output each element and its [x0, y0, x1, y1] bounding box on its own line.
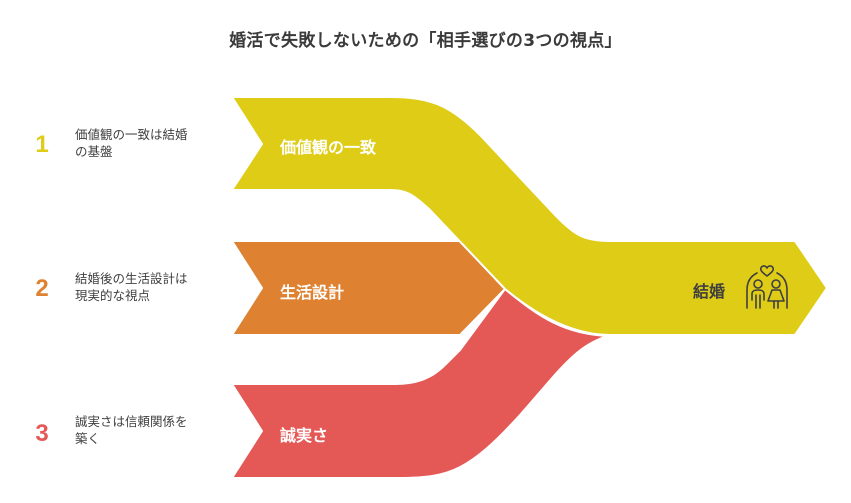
band-yellow [231, 96, 828, 336]
band-label-1: 価値観の一致 [280, 138, 377, 157]
band-red [231, 288, 609, 479]
step-description-3-line1: 誠実さは信頼関係を [75, 414, 188, 429]
couple-under-arch-with-heart-icon [746, 265, 788, 309]
step-description-3: 誠実さは信頼関係を 築く [75, 413, 225, 447]
step-description-1: 価値観の一致は結婚 の基盤 [75, 126, 225, 160]
band-label-3: 誠実さ [280, 426, 329, 445]
step-description-1-line1: 価値観の一致は結婚 [75, 127, 188, 142]
band-orange [231, 240, 506, 336]
step-number-2: 2 [35, 275, 49, 302]
diagram-title: 婚活で失敗しないための「相手選びの3つの視点」 [229, 31, 622, 51]
step-description-2-line1: 結婚後の生活設計は [75, 271, 188, 286]
step-description-2: 結婚後の生活設計は 現実的な視点 [75, 270, 225, 304]
step-description-1-line2: の基盤 [75, 144, 113, 159]
step-description-3-line2: 築く [75, 431, 101, 446]
step-description-2-line2: 現実的な視点 [75, 288, 151, 303]
step-number-3: 3 [35, 420, 49, 447]
band-label-2: 生活設計 [280, 283, 345, 302]
result-label: 結婚 [693, 282, 726, 301]
step-number-1: 1 [35, 131, 49, 158]
